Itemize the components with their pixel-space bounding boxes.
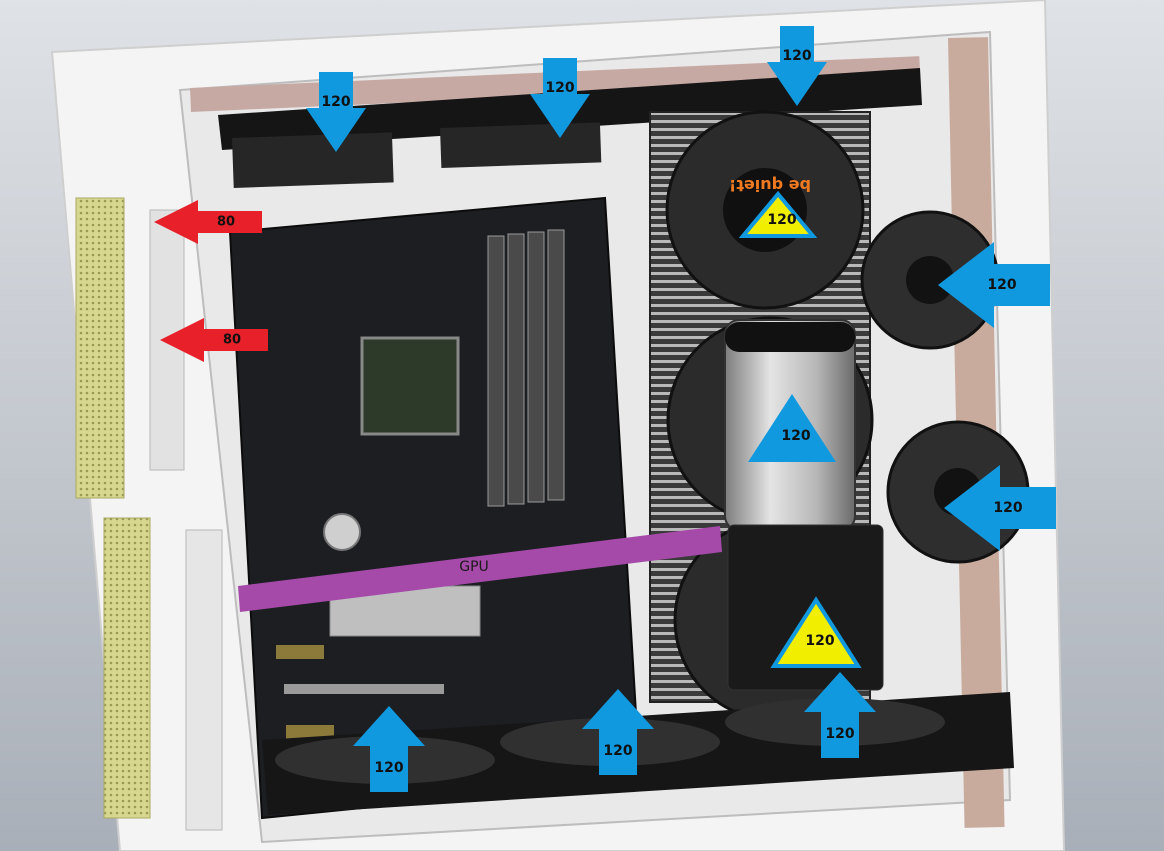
radiator-fan-label-1: 120 — [767, 212, 797, 229]
radiator-fan-label-3: 120 — [805, 632, 835, 649]
intake-label-front-1: 120 — [987, 277, 1017, 293]
exhaust-label-rear-1: 80 — [216, 214, 236, 230]
intake-arrow-bottom-3 — [804, 672, 876, 758]
exhaust-label-rear-2: 80 — [222, 332, 242, 348]
intake-label-top-3: 120 — [782, 48, 812, 64]
intake-label-bottom-1: 120 — [374, 760, 404, 776]
intake-arrow-top-1 — [306, 72, 366, 152]
radiator-fan-marker-3 — [770, 596, 862, 668]
front-fans — [860, 210, 1030, 564]
radiator-fan-marker-2 — [748, 394, 836, 462]
intake-label-bottom-2: 120 — [603, 743, 633, 759]
intake-label-top-2: 120 — [545, 80, 575, 96]
cpu-socket — [360, 336, 460, 436]
exhaust-arrow-rear-2 — [160, 318, 268, 362]
fan-brand-logo: be quiet! — [729, 176, 811, 195]
radiator-assembly — [649, 110, 884, 722]
gpu-label: GPU — [459, 559, 489, 575]
exhaust-arrow-rear-1 — [154, 200, 262, 244]
radiator-fan-label-2: 120 — [781, 428, 811, 445]
intake-arrow-bottom-2 — [582, 689, 654, 775]
intake-arrow-top-2 — [530, 58, 590, 138]
intake-arrow-top-3 — [767, 26, 827, 106]
motherboard — [228, 196, 642, 820]
intake-arrow-bottom-1 — [353, 706, 425, 792]
intake-label-top-1: 120 — [321, 94, 351, 110]
intake-label-front-2: 120 — [993, 500, 1023, 516]
airflow-overlay: be quiet! — [154, 26, 1056, 792]
intake-arrow-front-2 — [944, 465, 1056, 551]
gpu-bar — [238, 526, 722, 612]
radiator-fan-marker-1 — [738, 190, 818, 238]
intake-arrow-front-1 — [938, 242, 1050, 328]
intake-label-bottom-3: 120 — [825, 726, 855, 742]
